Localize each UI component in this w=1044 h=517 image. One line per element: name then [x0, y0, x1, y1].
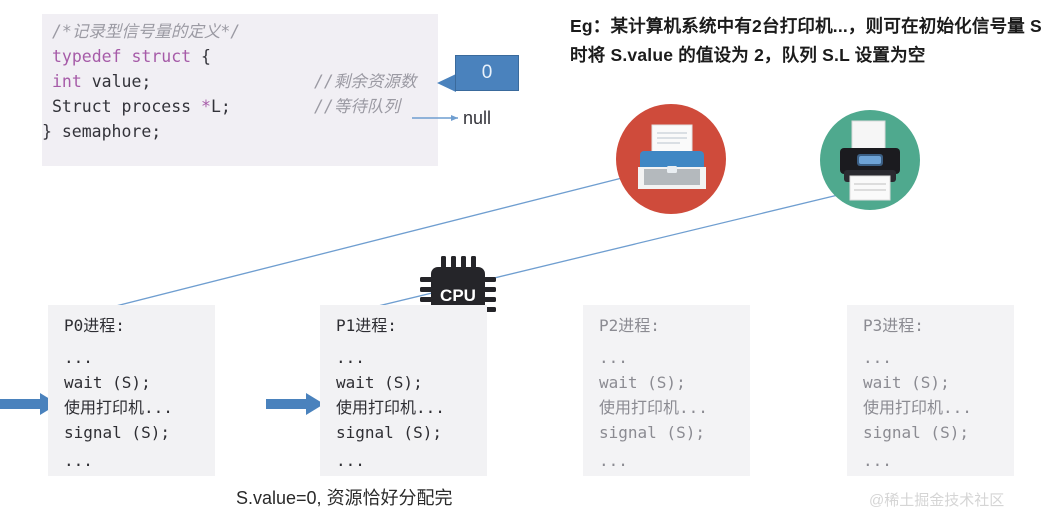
wait-keyword: wait	[64, 373, 103, 392]
process-title: P0进程:	[64, 316, 125, 335]
process-box-p2: P2进程: ... wait (S); 使用打印机... signal (S);…	[583, 305, 750, 476]
code-comment-remaining-resources: //剩余资源数	[314, 72, 417, 91]
signal-arg: (S);	[121, 423, 170, 442]
svalue-callout-badge: 0	[455, 55, 519, 91]
process-use-printer: 使用打印机...	[599, 398, 708, 417]
code-line-int-value: int value;	[52, 69, 151, 94]
null-label: null	[463, 108, 492, 128]
code-ident-L: L;	[210, 97, 231, 116]
process-use-printer: 使用打印机...	[64, 398, 173, 417]
wait-arg: (S);	[102, 373, 151, 392]
code-comment-definition: /*记录型信号量的定义*/	[52, 22, 241, 41]
process-dots-top: ...	[863, 348, 892, 367]
printer-green-icon	[820, 110, 920, 210]
code-keyword-typedef: typedef struct	[52, 47, 192, 66]
process-wait-line: wait (S);	[64, 370, 151, 395]
process-dots-bottom: ...	[599, 451, 628, 470]
fat-arrow-to-p1	[266, 393, 324, 415]
wait-keyword: wait	[599, 373, 638, 392]
wait-keyword: wait	[336, 373, 375, 392]
code-line-typedef: typedef struct {	[52, 44, 211, 69]
signal-arg: (S);	[920, 423, 969, 442]
signal-keyword: signal	[64, 423, 122, 442]
process-wait-line: wait (S);	[599, 370, 686, 395]
process-use-printer: 使用打印机...	[336, 398, 445, 417]
code-keyword-int: int	[52, 72, 82, 91]
wait-keyword: wait	[863, 373, 902, 392]
example-paragraph: Eg：某计算机系统中有2台打印机...，则可在初始化信号量 S 时将 S.val…	[570, 16, 1042, 65]
process-dots-top: ...	[336, 348, 365, 367]
fat-arrow-to-p0	[0, 393, 58, 415]
process-wait-line: wait (S);	[863, 370, 950, 395]
signal-keyword: signal	[863, 423, 921, 442]
wait-arg: (S);	[637, 373, 686, 392]
process-box-p3: P3进程: ... wait (S); 使用打印机... signal (S);…	[847, 305, 1014, 476]
printer-green-glyph	[840, 120, 900, 201]
signal-arg: (S);	[393, 423, 442, 442]
process-use-printer: 使用打印机...	[863, 398, 972, 417]
wait-arg: (S);	[901, 373, 950, 392]
code-type-struct-process: Struct process	[52, 97, 202, 116]
semaphore-code-block: /*记录型信号量的定义*/ typedef struct { int value…	[42, 14, 438, 166]
signal-arg: (S);	[656, 423, 705, 442]
process-dots-bottom: ...	[863, 451, 892, 470]
process-signal-line: signal (S);	[599, 420, 705, 445]
code-line-struct-process: Struct process *L;	[52, 94, 231, 119]
process-dots-top: ...	[64, 348, 93, 367]
callout-tail-icon	[437, 74, 456, 92]
process-wait-line: wait (S);	[336, 370, 423, 395]
code-comment-waiting-queue: //等待队列	[314, 97, 400, 116]
process-title: P2进程:	[599, 316, 660, 335]
arrow-printer-red-to-p0	[99, 177, 623, 314]
code-brace-open: {	[191, 47, 211, 66]
process-dots-top: ...	[599, 348, 628, 367]
code-line-semaphore-end: } semaphore;	[42, 122, 162, 141]
signal-keyword: signal	[599, 423, 657, 442]
wait-arg: (S);	[374, 373, 423, 392]
cpu-label: CPU	[440, 286, 476, 305]
code-ident-value: value;	[81, 72, 152, 91]
signal-keyword: signal	[336, 423, 394, 442]
process-signal-line: signal (S);	[64, 420, 170, 445]
process-title: P1进程:	[336, 316, 397, 335]
process-dots-bottom: ...	[336, 451, 365, 470]
process-dots-bottom: ...	[64, 451, 93, 470]
watermark-label: @稀土掘金技术社区	[869, 492, 1005, 509]
process-box-p1: P1进程: ... wait (S); 使用打印机... signal (S);…	[320, 305, 487, 476]
process-title: P3进程:	[863, 316, 924, 335]
code-star-operator: *	[201, 97, 211, 116]
process-signal-line: signal (S);	[863, 420, 969, 445]
process-box-p0: P0进程: ... wait (S); 使用打印机... signal (S);…	[48, 305, 215, 476]
bottom-caption: S.value=0, 资源恰好分配完	[236, 488, 453, 508]
process-signal-line: signal (S);	[336, 420, 442, 445]
printer-red-glyph	[638, 124, 706, 189]
printer-red-icon	[616, 104, 726, 214]
